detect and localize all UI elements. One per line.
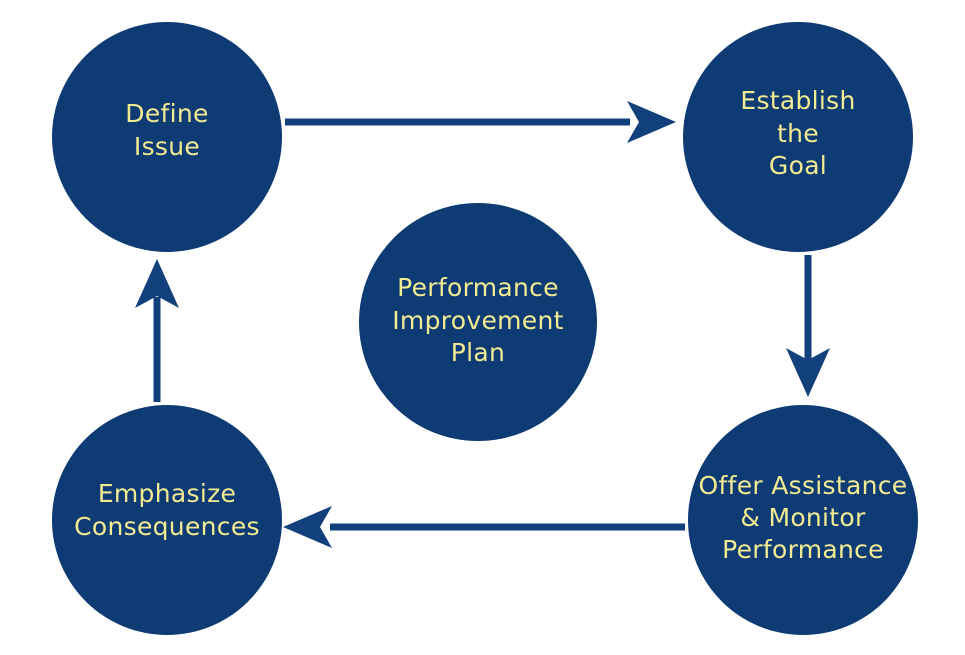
node-circle-establish-the-goal[interactable] xyxy=(683,22,913,252)
node-circle-define-issue[interactable] xyxy=(52,22,282,252)
node-circle-performance-improvement-plan[interactable] xyxy=(359,203,597,441)
arrow-establish-to-offer xyxy=(786,255,830,397)
arrow-emphasize-to-define xyxy=(135,259,179,402)
arrow-offer-to-emphasize xyxy=(283,506,685,548)
node-circle-offer-assistance[interactable] xyxy=(688,405,918,635)
node-circle-emphasize-consequences[interactable] xyxy=(52,405,282,635)
arrow-define-to-establish xyxy=(285,101,676,143)
